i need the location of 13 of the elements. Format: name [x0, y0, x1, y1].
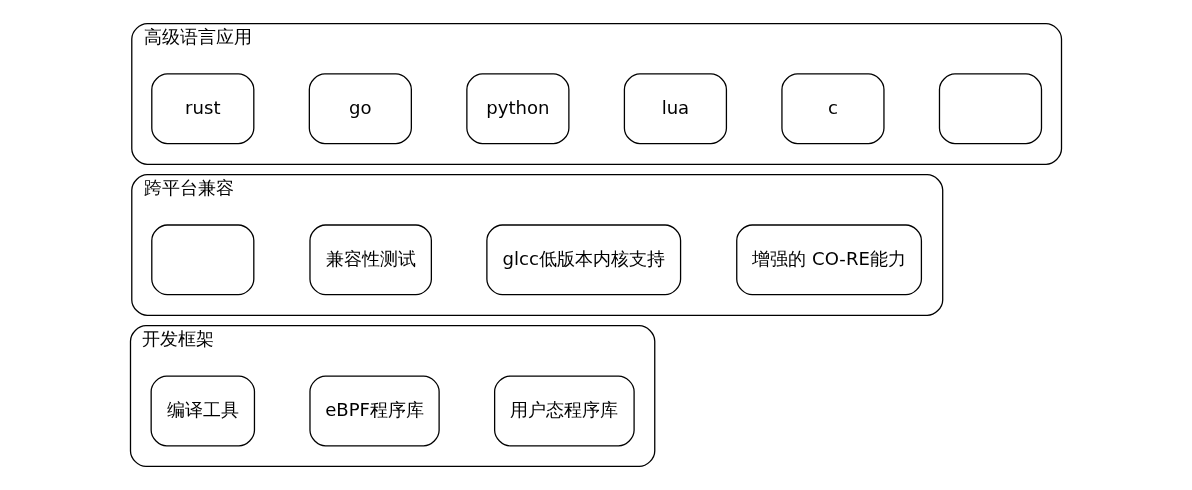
node-box: c — [781, 73, 885, 145]
node-box: 增强的 CO-RE能力 — [736, 224, 923, 296]
node-box: lua — [623, 73, 728, 145]
node-box — [938, 73, 1043, 145]
node-box: glcc低版本内核支持 — [486, 224, 682, 296]
node-box — [151, 224, 255, 296]
node-box: go — [308, 73, 412, 145]
node-box: 编译工具 — [150, 375, 256, 447]
node-box: 用户态程序库 — [494, 375, 635, 447]
node-box: python — [466, 73, 570, 145]
node-box: rust — [151, 73, 255, 145]
node-box: 兼容性测试 — [309, 224, 432, 296]
node-box: eBPF程序库 — [309, 375, 440, 447]
